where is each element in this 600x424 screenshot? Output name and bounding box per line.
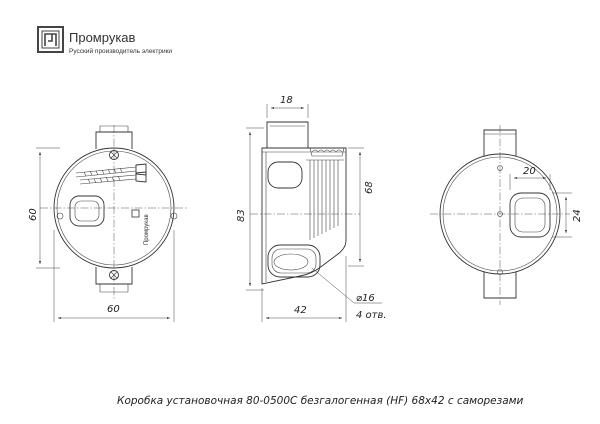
front-height-dimension: 60 bbox=[28, 208, 39, 221]
front-logo-mark-icon bbox=[131, 209, 140, 218]
side-top-width-dimension: 18 bbox=[280, 95, 293, 106]
side-view: 18 83 68 42 ⌀16 4 отв. bbox=[236, 95, 387, 322]
brand-name: Промрукав bbox=[69, 30, 136, 45]
front-top-screw-icon bbox=[109, 150, 119, 160]
side-hole-count-dimension: 4 отв. bbox=[356, 310, 387, 321]
back-slot bbox=[509, 192, 551, 238]
back-slot-height-dimension: 24 bbox=[572, 209, 583, 222]
back-view: 20 24 bbox=[430, 125, 583, 305]
front-product-label: Промрукав bbox=[144, 214, 150, 245]
front-bottom-screw-icon bbox=[109, 270, 119, 280]
self-tapping-screws-icon bbox=[75, 163, 147, 185]
brand-tagline: Русский производитель электрики bbox=[69, 47, 172, 55]
drawing-caption: Коробка установочная 80-0500С безгалоген… bbox=[117, 395, 524, 407]
back-outer-circle bbox=[439, 153, 561, 275]
front-width-dimension: 60 bbox=[107, 304, 120, 315]
side-knockout bbox=[267, 244, 321, 278]
side-hole-diameter-dimension: ⌀16 bbox=[356, 293, 375, 304]
front-knockout bbox=[69, 195, 105, 227]
back-slot-width-dimension: 20 bbox=[523, 166, 536, 177]
side-body-outline bbox=[261, 147, 347, 285]
side-depth-dimension: 42 bbox=[294, 305, 307, 316]
side-total-height-dimension: 83 bbox=[236, 209, 247, 222]
brand-logo: Промрукав Русский производитель электрик… bbox=[37, 26, 172, 55]
front-outer-circle bbox=[53, 147, 175, 269]
front-view: Промрукав 60 60 bbox=[28, 125, 188, 322]
side-inner-height-dimension: 68 bbox=[364, 181, 375, 194]
